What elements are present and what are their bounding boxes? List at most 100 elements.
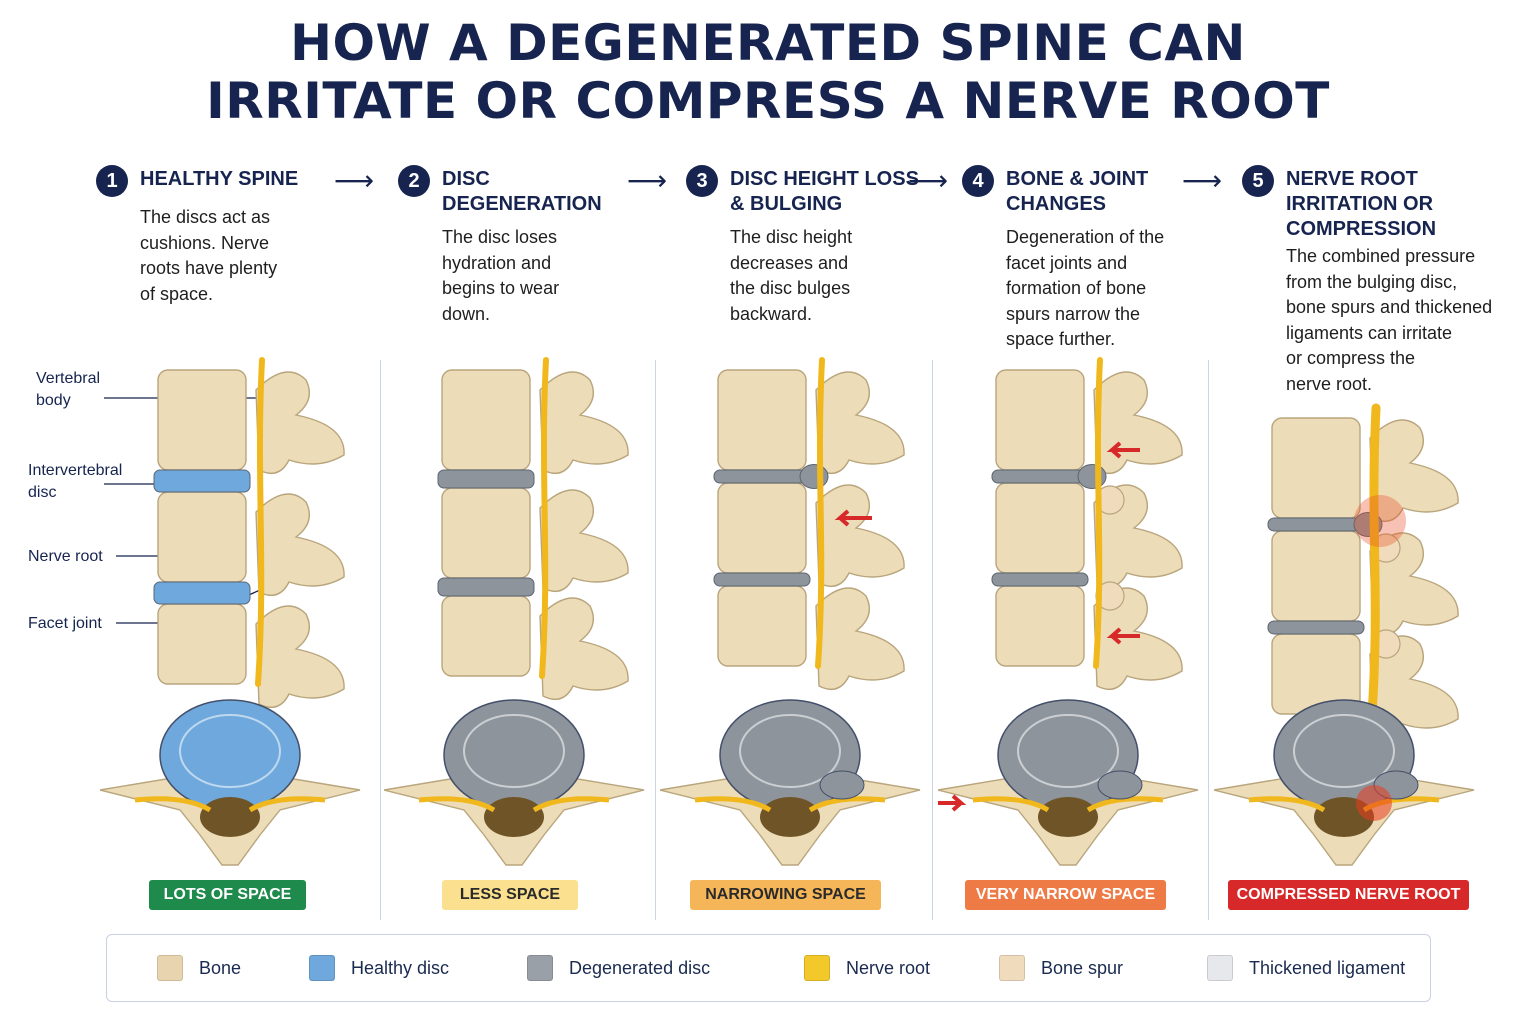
- page-title: HOW A DEGENERATED SPINE CAN IRRITATE OR …: [0, 14, 1536, 130]
- title-line-1: HOW A DEGENERATED SPINE CAN: [290, 14, 1246, 72]
- disc-bulge: [799, 464, 829, 489]
- step-title: HEALTHY SPINE: [140, 168, 299, 190]
- spinous-process: [1093, 371, 1183, 474]
- nucleus-ring: [463, 714, 565, 788]
- column-divider: [380, 360, 381, 920]
- legend-label: Nerve root: [846, 957, 931, 978]
- red-arrow-icon: [834, 509, 872, 527]
- status-badge: VERY NARROW SPACE: [965, 880, 1166, 910]
- column-divider: [932, 360, 933, 920]
- label-facet-joint: Facet joint: [28, 615, 102, 632]
- intervertebral-disc: [1267, 620, 1365, 635]
- axial-nerve-root: [972, 796, 1050, 813]
- healthy-disc-swatch: [309, 955, 335, 981]
- spinous-process: [539, 489, 629, 592]
- axial-disc-bulge: [1097, 770, 1143, 800]
- bone-swatch: [157, 955, 183, 981]
- spinous-process: [255, 493, 345, 596]
- step-title: DISC HEIGHT LOSS & BULGING: [730, 168, 919, 215]
- column-divider: [655, 360, 656, 920]
- step-2: 2 DISC DEGENERATION The disc loses hydra…: [398, 165, 602, 327]
- step-number: 4: [962, 165, 994, 197]
- legend-label: Thickened ligament: [1249, 957, 1406, 978]
- spine-illustration: [1214, 403, 1475, 866]
- nerve-root: [255, 357, 265, 687]
- nerve-root: [1367, 403, 1381, 719]
- step-description: The combined pressure from the bulging d…: [1286, 246, 1493, 394]
- step-5: 5 NERVE ROOT IRRITATION OR COMPRESSION T…: [1242, 165, 1492, 397]
- spinous-process: [1093, 587, 1183, 690]
- step-number: 3: [686, 165, 718, 197]
- vertebral-body: [995, 482, 1085, 574]
- vertebral-body: [441, 487, 531, 579]
- spinous-process: [255, 605, 345, 708]
- step-description: The discs act as cushions. Nerve roots h…: [140, 207, 278, 304]
- status-badge: COMPRESSED NERVE ROOT: [1228, 880, 1469, 910]
- step-title: DISC DEGENERATION: [442, 168, 602, 215]
- axial-nerve-root: [134, 796, 212, 813]
- spinous-process: [539, 371, 629, 474]
- spine-panel-5: [1214, 340, 1494, 880]
- spinous-process: [1369, 419, 1459, 522]
- step-title: BONE & JOINT CHANGES: [1006, 168, 1149, 215]
- vertebral-body: [441, 369, 531, 471]
- axial-disc-bulge: [819, 770, 865, 800]
- step-title: NERVE ROOT IRRITATION OR COMPRESSION: [1286, 168, 1437, 240]
- nerve-root: [539, 357, 549, 679]
- legend-item-bone: Bone: [157, 955, 241, 981]
- spinous-process: [815, 371, 905, 474]
- step-3: 3 DISC HEIGHT LOSS & BULGING The disc he…: [686, 165, 919, 327]
- compression-glow: [1354, 495, 1406, 547]
- arrow-right-icon: ⟶: [627, 165, 668, 196]
- legend: Bone Healthy disc Degenerated disc Nerve…: [106, 934, 1431, 1002]
- disc-bulge: [1077, 464, 1107, 489]
- axial-nerve-root: [248, 796, 326, 813]
- axial-nerve-root: [532, 796, 610, 813]
- column-divider: [1208, 360, 1209, 920]
- nucleus-ring: [1017, 714, 1119, 788]
- bone-spur-swatch: [999, 955, 1025, 981]
- spine-panel-1: [100, 340, 380, 880]
- spinal-canal: [1038, 797, 1098, 837]
- vertebral-body: [157, 491, 247, 583]
- label-nerve-root: Nerve root: [28, 548, 103, 565]
- step-description: The disc height decreases and the disc b…: [730, 227, 853, 324]
- status-badge: NARROWING SPACE: [690, 880, 881, 910]
- legend-label: Healthy disc: [351, 957, 450, 978]
- step-description: The disc loses hydration and begins to w…: [442, 227, 560, 324]
- spinal-canal: [200, 797, 260, 837]
- red-arrow-icon: [938, 794, 967, 812]
- intervertebral-disc: [991, 469, 1089, 484]
- intervertebral-disc: [153, 469, 251, 493]
- spine-panel-4: [938, 340, 1218, 880]
- spine-panel-2: [384, 340, 664, 880]
- intervertebral-disc: [1267, 517, 1365, 532]
- spinous-process: [539, 597, 629, 700]
- vertebral-body: [717, 482, 807, 574]
- legend-item-healthy-disc: Healthy disc: [309, 955, 449, 981]
- title-line-2: IRRITATE OR COMPRESS A NERVE ROOT: [206, 72, 1330, 130]
- vertebral-body: [995, 369, 1085, 471]
- degenerated-disc-swatch: [527, 955, 553, 981]
- axial-nerve-root: [694, 796, 772, 813]
- spinal-canal: [484, 797, 544, 837]
- vertebral-body: [1271, 417, 1361, 519]
- vertebral-body: [995, 585, 1085, 667]
- spine-illustration: [100, 357, 361, 866]
- label-intervertebral-disc: Intervertebral disc: [28, 462, 123, 501]
- arrow-right-icon: ⟶: [908, 165, 949, 196]
- nerve-root: [815, 357, 825, 669]
- label-vertebral-body: Vertebral body: [36, 370, 101, 409]
- intervertebral-disc: [713, 572, 811, 587]
- arrow-right-icon: ⟶: [1182, 165, 1223, 196]
- intervertebral-disc: [713, 469, 811, 484]
- legend-label: Bone spur: [1041, 957, 1124, 978]
- arrow-right-icon: ⟶: [334, 165, 375, 196]
- nucleus-ring: [1293, 714, 1395, 788]
- red-arrow-icon: [1106, 441, 1140, 459]
- nucleus-ring: [179, 714, 281, 788]
- legend-item-nerve-root: Nerve root: [804, 955, 930, 981]
- axial-nerve-root: [808, 796, 886, 813]
- intervertebral-disc: [437, 577, 535, 597]
- axial-nerve-root: [418, 796, 496, 813]
